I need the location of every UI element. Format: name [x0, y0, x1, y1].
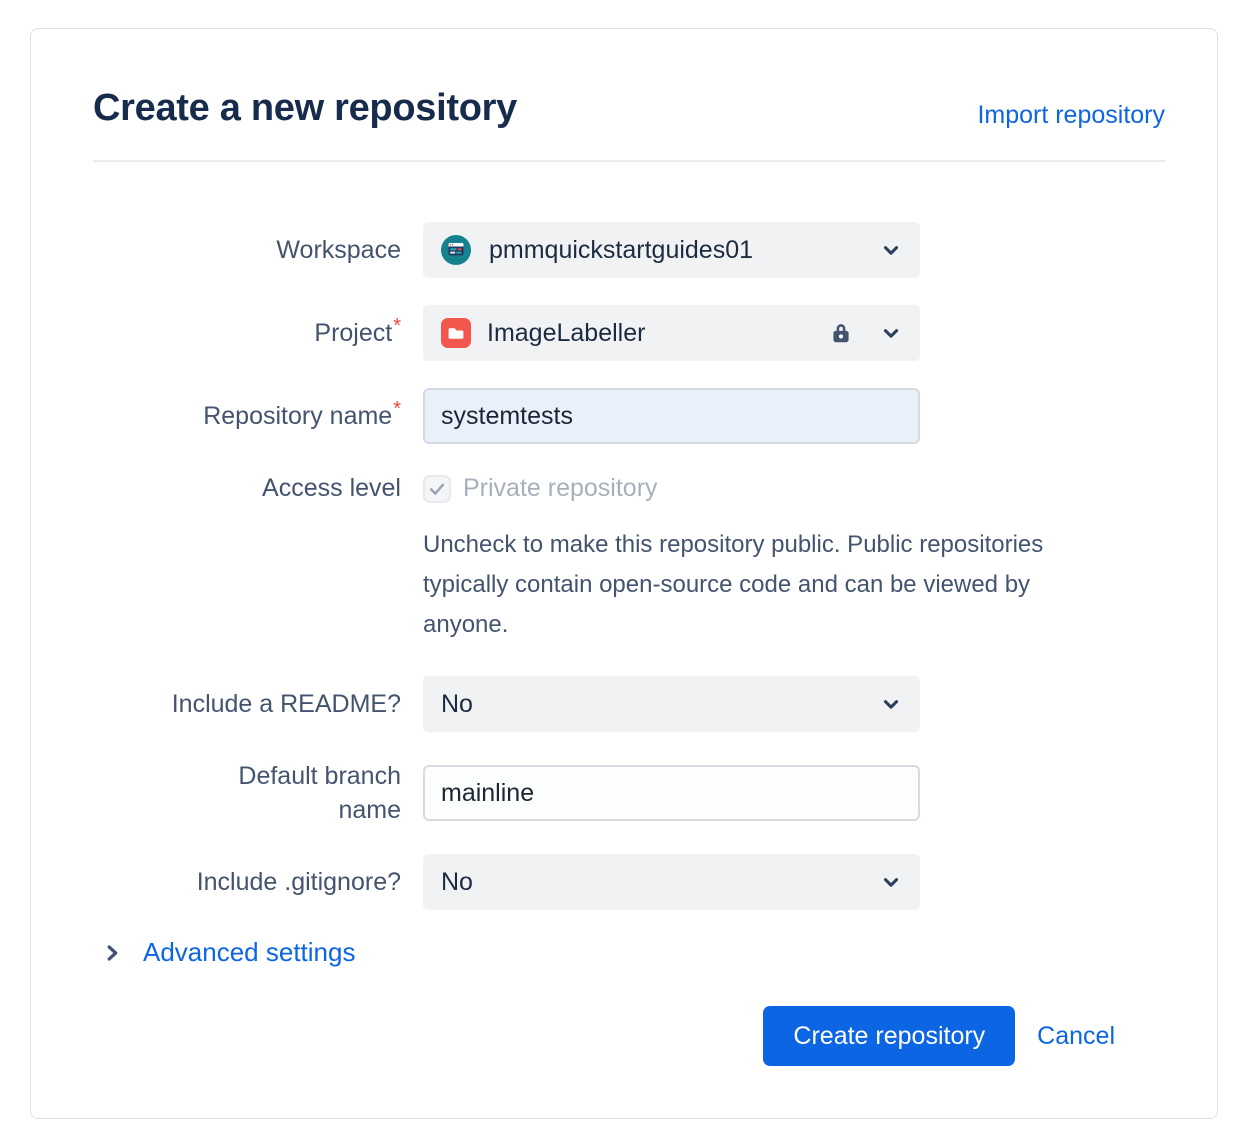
include-gitignore-select[interactable]: No	[423, 854, 920, 910]
access-level-label: Access level	[262, 474, 401, 502]
advanced-settings-link[interactable]: Advanced settings	[143, 937, 356, 967]
access-level-help-text: Uncheck to make this repository public. …	[423, 531, 1044, 638]
advanced-settings-toggle[interactable]: Advanced settings	[101, 937, 1165, 968]
include-readme-label: Include a README?	[171, 690, 401, 718]
chevron-right-icon	[101, 942, 123, 964]
required-asterisk: *	[393, 314, 401, 337]
chevron-down-icon	[880, 239, 902, 261]
repository-name-label: Repository name*	[203, 397, 401, 430]
create-repository-card: Create a new repository Import repositor…	[30, 28, 1218, 1119]
include-readme-row: Include a README? No	[93, 676, 1165, 732]
project-row: Project* ImageLabeller	[93, 305, 1165, 361]
page-title: Create a new repository	[93, 87, 517, 129]
private-repository-option: Private repository	[423, 474, 920, 503]
project-label: Project*	[314, 314, 401, 347]
create-repository-button[interactable]: Create repository	[763, 1006, 1016, 1066]
workspace-label: Workspace	[276, 236, 401, 264]
project-folder-icon	[441, 318, 471, 348]
default-branch-row: Default branch name	[93, 759, 1165, 827]
create-repository-form: Workspace pmmqu	[93, 222, 1165, 910]
project-value: ImageLabeller	[487, 318, 646, 347]
repository-name-row: Repository name*	[93, 388, 1165, 444]
repository-name-input[interactable]	[423, 388, 920, 444]
chevron-down-icon	[880, 322, 902, 344]
card-header: Create a new repository Import repositor…	[93, 87, 1165, 162]
default-branch-label: Default branch name	[238, 762, 401, 824]
private-repository-label: Private repository	[463, 474, 658, 502]
access-level-field: Private repository Uncheck to make this …	[423, 471, 1043, 645]
access-level-row: Access level Private repository Uncheck …	[93, 471, 1165, 645]
include-gitignore-label: Include .gitignore?	[196, 868, 401, 896]
lock-icon	[828, 320, 854, 346]
default-branch-input[interactable]	[423, 765, 920, 821]
project-select[interactable]: ImageLabeller	[423, 305, 920, 361]
private-repository-checkbox	[423, 474, 451, 503]
cancel-link[interactable]: Cancel	[1037, 1021, 1115, 1050]
include-readme-select[interactable]: No	[423, 676, 920, 732]
workspace-select[interactable]: pmmquickstartguides01	[423, 222, 920, 278]
import-repository-link[interactable]: Import repository	[977, 101, 1165, 129]
footer-actions: Create repository Cancel	[93, 1006, 1165, 1066]
include-readme-value: No	[441, 689, 473, 718]
chevron-down-icon	[880, 871, 902, 893]
workspace-row: Workspace pmmqu	[93, 222, 1165, 278]
workspace-avatar-icon	[441, 235, 471, 265]
include-gitignore-value: No	[441, 867, 473, 896]
include-gitignore-row: Include .gitignore? No	[93, 854, 1165, 910]
chevron-down-icon	[880, 693, 902, 715]
workspace-value: pmmquickstartguides01	[489, 235, 754, 264]
required-asterisk: *	[393, 397, 401, 420]
